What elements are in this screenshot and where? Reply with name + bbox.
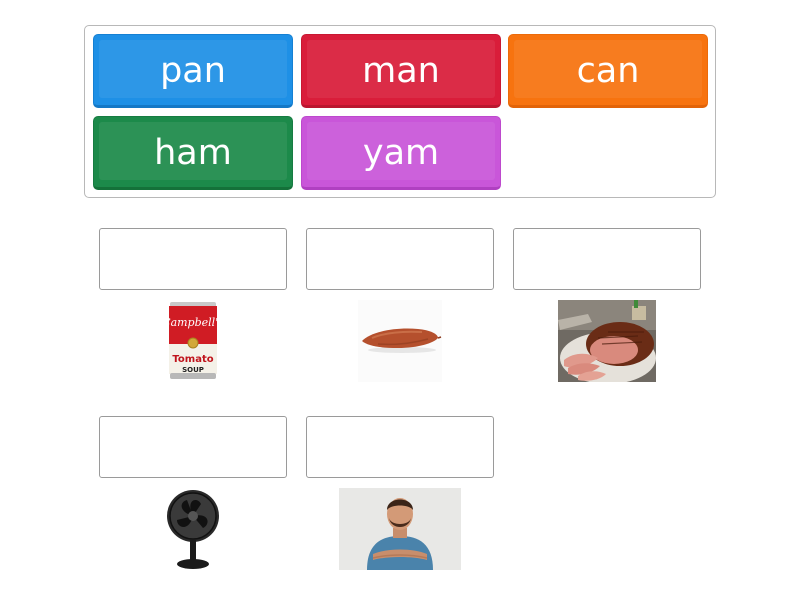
drop-box-4[interactable]: [99, 416, 287, 478]
word-tile-man[interactable]: man: [301, 34, 501, 108]
word-bank: pan man can ham yam: [84, 25, 716, 198]
word-tile-pan[interactable]: pan: [93, 34, 293, 108]
tile-label: man: [362, 51, 440, 91]
ham-picture: [558, 300, 656, 382]
drop-box-1[interactable]: [99, 228, 287, 290]
drop-box-5[interactable]: [306, 416, 494, 478]
tile-label: ham: [154, 133, 232, 173]
word-tile-yam[interactable]: yam: [301, 116, 501, 190]
drop-box-2[interactable]: [306, 228, 494, 290]
man-picture: [339, 488, 461, 570]
soup-brand-text: Campbell's: [165, 316, 221, 329]
fan-picture: [167, 490, 219, 569]
sweet-potato-picture: [358, 300, 442, 382]
tile-label: pan: [160, 51, 226, 91]
drop-box-3[interactable]: [513, 228, 701, 290]
tile-label: can: [576, 51, 640, 91]
word-tile-ham[interactable]: ham: [93, 116, 293, 190]
soup-label-text: Tomato: [172, 354, 213, 365]
tile-label: yam: [362, 133, 440, 173]
soup-sublabel-text: SOUP: [182, 366, 204, 374]
soup-can-picture: Campbell's Tomato SOUP: [165, 302, 221, 379]
word-tile-can[interactable]: can: [508, 34, 708, 108]
